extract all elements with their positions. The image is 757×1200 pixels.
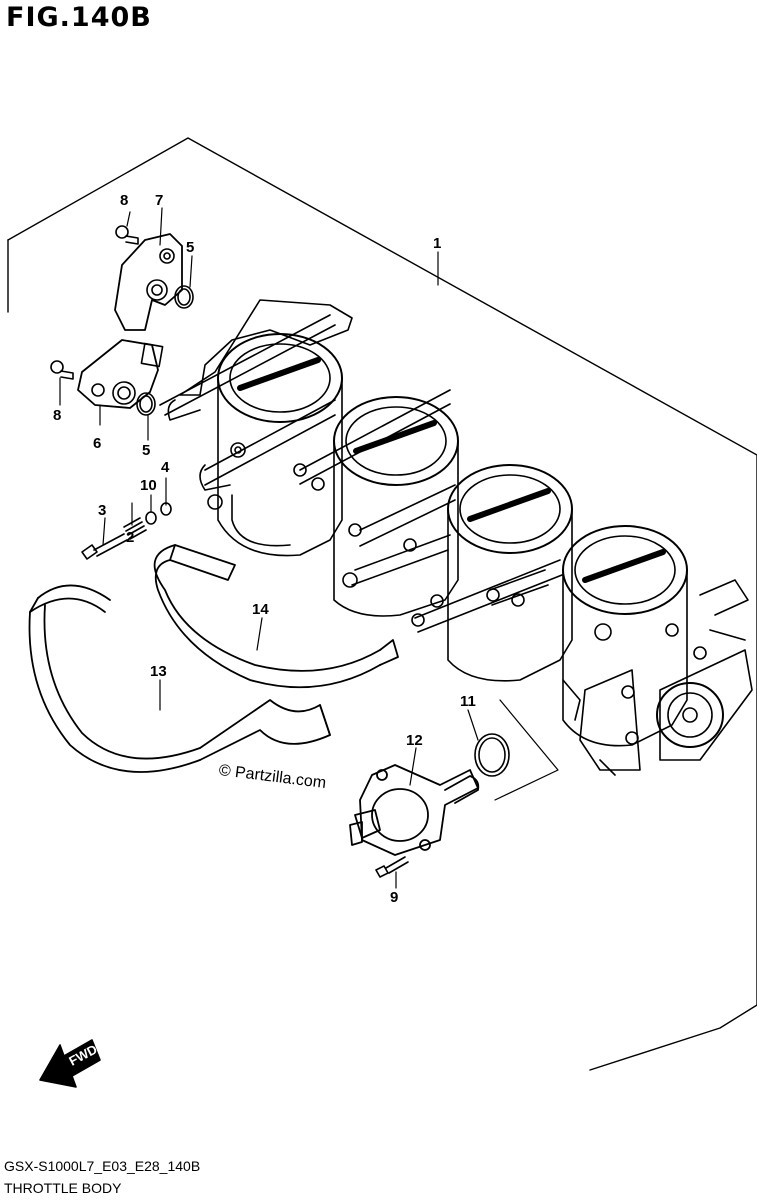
washer-10 <box>145 511 157 525</box>
callout-1: 1 <box>433 235 441 252</box>
sensor-7 <box>114 233 183 331</box>
callout-5-bottom: 5 <box>142 442 150 459</box>
callout-11: 11 <box>460 693 476 710</box>
callout-7: 7 <box>155 192 163 209</box>
figure-code: GSX-S1000L7_E03_E28_140B <box>4 1158 201 1174</box>
figure-caption: THROTTLE BODY <box>4 1180 122 1196</box>
assembly-frame <box>7 137 757 1071</box>
sensor-6 <box>77 339 164 409</box>
callout-5-top: 5 <box>186 239 194 256</box>
callout-8-top: 8 <box>120 192 128 209</box>
callout-labels: 1 2 3 4 5 5 6 7 8 8 9 10 11 12 13 14 <box>53 192 476 906</box>
valve-12 <box>349 764 480 856</box>
screw-9 <box>375 856 409 878</box>
callout-4: 4 <box>161 459 170 476</box>
figure-title: FIG.140B <box>6 2 152 33</box>
callout-13: 13 <box>150 663 167 680</box>
callout-3: 3 <box>98 502 106 519</box>
bolt-8-bottom <box>50 360 74 380</box>
callout-14: 14 <box>252 601 269 618</box>
leader-lines <box>59 207 479 889</box>
callout-8-bottom: 8 <box>53 407 61 424</box>
throttle-body <box>159 299 753 776</box>
bolt-8-top <box>115 225 139 245</box>
o-ring-5-top <box>174 285 194 309</box>
o-ring-11 <box>474 733 510 777</box>
screw-3 <box>81 533 128 560</box>
callout-12: 12 <box>406 732 423 749</box>
callout-2: 2 <box>126 529 134 546</box>
callout-6: 6 <box>93 435 101 452</box>
hose-13 <box>28 584 331 773</box>
callout-10: 10 <box>140 477 157 494</box>
fwd-arrow: FWD <box>39 1039 101 1088</box>
hose-14 <box>153 544 399 689</box>
subassembly-frame <box>494 699 559 801</box>
callout-9: 9 <box>390 889 398 906</box>
o-ring-5-bottom <box>136 392 156 416</box>
